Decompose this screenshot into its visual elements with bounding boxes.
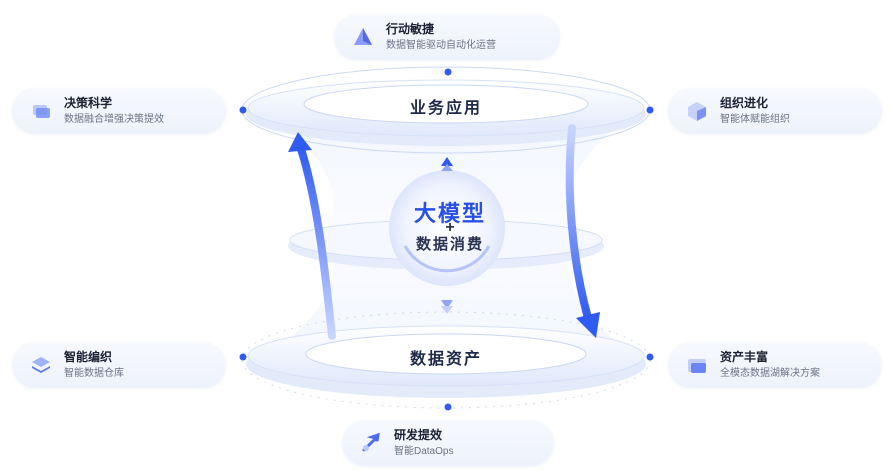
- card-top-subtitle: 数据智能驱动自动化运营: [386, 40, 496, 51]
- stack-icon: [32, 357, 50, 373]
- card-top-title: 行动敏捷: [386, 22, 435, 36]
- card-left-top-subtitle: 数据融合增强决策提效: [64, 114, 164, 125]
- triangle-prism-icon: [354, 28, 372, 45]
- card-left-bottom-title: 智能编织: [64, 350, 113, 364]
- left-flow-arrow: [296, 142, 336, 340]
- center-sphere: [389, 170, 505, 286]
- card-right-top-subtitle: 智能体赋能组织: [720, 114, 790, 125]
- center-subtitle: 数据消费: [415, 236, 484, 253]
- left-orbit-dot: [239, 106, 247, 114]
- layers-icon: [33, 105, 50, 118]
- top-orbit-dot: [444, 68, 452, 76]
- card-left-top: 决策科学 数据融合增强决策提效: [12, 88, 226, 134]
- card-right-bottom-title: 资产丰富: [720, 350, 769, 364]
- bottom-ring-label: 数据资产: [409, 351, 482, 368]
- right-flow-arrow: [565, 124, 592, 322]
- right-orbit-dot: [646, 106, 654, 114]
- card-right-top: 组织进化 智能体赋能组织: [668, 88, 882, 134]
- card-left-bottom-subtitle: 智能数据仓库: [64, 368, 124, 379]
- bottom-ring-inner: [305, 333, 587, 375]
- top-ring-inner: [303, 84, 589, 124]
- card-bottom-subtitle: 智能DataOps: [394, 446, 454, 457]
- folder-icon: [688, 359, 706, 373]
- card-bottom: 研发提效 智能DataOps: [342, 420, 554, 466]
- card-bottom-title: 研发提效: [394, 428, 443, 442]
- center-title: 大模型: [413, 201, 486, 226]
- card-left-bottom: 智能编织 智能数据仓库: [12, 342, 226, 388]
- center-plus: +: [445, 219, 455, 236]
- card-right-bottom: 资产丰富 全模态数据湖解决方案: [668, 342, 882, 388]
- card-top: 行动敏捷 数据智能驱动自动化运营: [334, 14, 560, 60]
- card-right-bottom-subtitle: 全模态数据湖解决方案: [720, 368, 820, 379]
- down-arrow-icon: [441, 300, 453, 309]
- top-ring-label: 业务应用: [409, 100, 482, 117]
- cube-icon: [688, 102, 706, 121]
- card-right-top-title: 组织进化: [720, 96, 769, 110]
- up-arrow-icon: [441, 157, 453, 166]
- arrow-rocket-icon: [362, 432, 380, 452]
- card-left-top-title: 决策科学: [64, 96, 113, 110]
